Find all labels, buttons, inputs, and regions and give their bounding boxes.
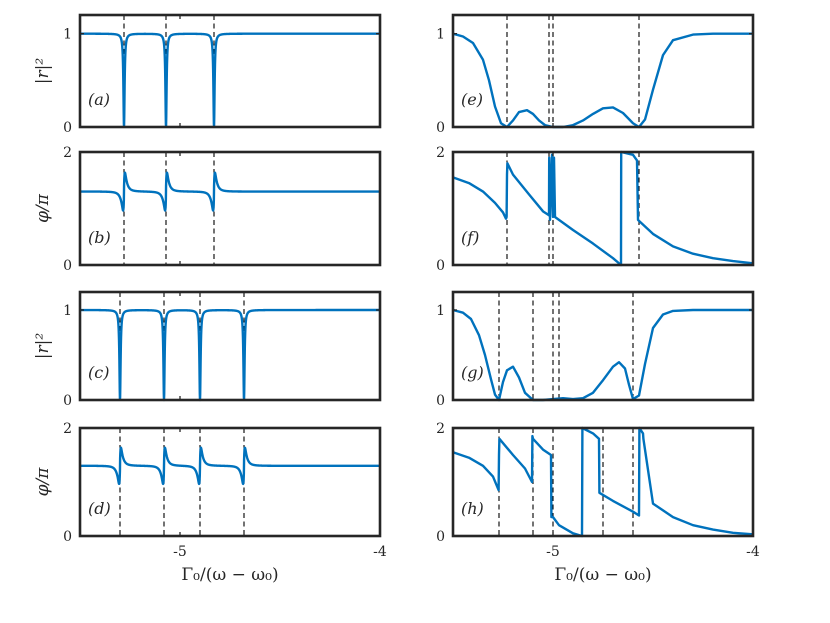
ytick-label-f-1: 2 xyxy=(436,145,445,161)
series-line-e xyxy=(452,32,753,129)
xlabel-h: Γ₀/(ω − ω₀) xyxy=(554,565,651,585)
axes-frame-g xyxy=(451,290,755,402)
xtick-label-h-1: -4 xyxy=(746,544,760,560)
panel-label-b: (b) xyxy=(88,228,111,247)
ylabel-a: |r|² xyxy=(33,58,53,85)
series-line-d xyxy=(78,446,382,486)
series-line-h xyxy=(452,426,754,538)
ytick-label-a-0: 0 xyxy=(63,120,72,136)
ytick-label-e-1: 1 xyxy=(436,27,445,43)
ytick-label-b-0: 0 xyxy=(63,258,72,274)
panel-d: 0 2 -5 -4 φ/πΓ₀/(ω − ω₀) (d) xyxy=(33,421,387,585)
xlabel-d: Γ₀/(ω − ω₀) xyxy=(181,565,278,585)
axes-frame-c xyxy=(78,290,382,402)
ytick-label-e-0: 0 xyxy=(436,120,445,136)
series-line-c xyxy=(78,308,382,402)
ytick-label-g-0: 0 xyxy=(436,393,445,409)
panel-e: 0 1 (e) xyxy=(436,13,755,136)
xtick-label-d-0: -5 xyxy=(173,544,187,560)
axes-frame-f xyxy=(451,150,755,267)
series-line-g xyxy=(452,308,753,402)
panel-label-f: (f) xyxy=(461,228,479,247)
series-line-b xyxy=(78,171,382,212)
panel-label-a: (a) xyxy=(88,90,110,109)
xtick-label-h-0: -5 xyxy=(546,544,560,560)
ytick-label-h-1: 2 xyxy=(436,421,445,437)
panel-label-h: (h) xyxy=(461,499,484,518)
ytick-label-a-1: 1 xyxy=(63,27,72,43)
axes-frame-d xyxy=(78,426,382,538)
ytick-label-c-0: 0 xyxy=(63,393,72,409)
xtick-label-d-1: -4 xyxy=(373,544,387,560)
ytick-label-d-0: 0 xyxy=(63,529,72,545)
axes-frame-e xyxy=(451,13,755,129)
series-line-f xyxy=(452,150,754,267)
panel-c: 0 1 |r|² (c) xyxy=(33,290,382,409)
ytick-label-g-1: 1 xyxy=(436,303,445,319)
ytick-label-c-1: 1 xyxy=(63,303,72,319)
panel-label-d: (d) xyxy=(88,499,111,518)
series-line-a xyxy=(78,32,382,128)
panel-b: 0 2 φ/π (b) xyxy=(33,145,382,274)
axes-frame-a xyxy=(78,13,382,129)
panel-label-e: (e) xyxy=(461,90,483,109)
ytick-label-h-0: 0 xyxy=(436,529,445,545)
ytick-label-b-1: 2 xyxy=(63,145,72,161)
ytick-label-d-1: 2 xyxy=(63,421,72,437)
panel-label-g: (g) xyxy=(461,363,484,382)
ylabel-c: |r|² xyxy=(33,333,53,360)
axes-frame-b xyxy=(78,150,382,267)
panel-a: 0 1 |r|² (a) xyxy=(33,13,382,136)
panel-g: 0 1 (g) xyxy=(436,290,755,409)
ylabel-d: φ/π xyxy=(33,467,53,497)
ytick-label-f-0: 0 xyxy=(436,258,445,274)
panel-h: 0 2 -5 -4Γ₀/(ω − ω₀) (h) xyxy=(436,421,760,585)
panel-f: 0 2 (f) xyxy=(436,145,755,274)
axes-frame-h xyxy=(451,426,755,538)
ylabel-b: φ/π xyxy=(33,193,53,223)
panel-label-c: (c) xyxy=(88,363,109,382)
